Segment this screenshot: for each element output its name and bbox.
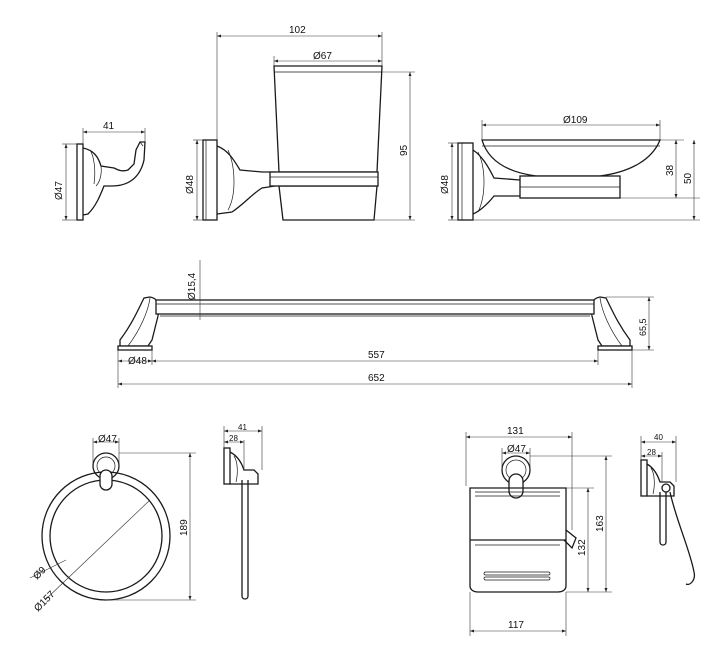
towel-ring-ring-label: Ø157 — [32, 589, 57, 614]
soap-dish-bowl — [481, 139, 661, 177]
hook-width-label: 41 — [103, 121, 115, 132]
tumbler-holder-drawing: 102 Ø67 95 Ø48 — [185, 25, 415, 221]
hook-base-label: Ø47 — [54, 181, 65, 200]
towel-ring-outer — [41, 471, 171, 601]
tumbler-glass-label: Ø67 — [313, 51, 332, 62]
towel-bar-inner-label: 557 — [368, 350, 385, 361]
hook-body — [82, 141, 146, 216]
paper-holder-side-depth-label: 40 — [654, 433, 663, 442]
paper-holder-cover-height-label: 132 — [577, 539, 588, 556]
towel-ring-front-drawing: Ø47 189 Ø9 Ø157 — [29, 434, 196, 614]
soap-depth-label: 38 — [665, 164, 676, 176]
soap-base-label: Ø48 — [440, 175, 451, 194]
towel-ring-side-base-label: 28 — [229, 434, 238, 443]
paper-holder-height-label: 163 — [595, 515, 606, 532]
paper-holder-width-label: 131 — [507, 426, 524, 437]
robe-hook-drawing: 41 Ø47 — [54, 121, 146, 221]
paper-holder-side-drawing: 40 28 — [640, 433, 696, 586]
tumbler-height-label: 95 — [399, 144, 410, 156]
tumbler-glass — [273, 65, 383, 173]
towel-ring-base-label: Ø47 — [98, 434, 117, 445]
towel-ring-height-label: 189 — [179, 519, 190, 536]
paper-holder-side-cover — [669, 491, 696, 586]
towel-bar-rod-label: Ø15,4 — [187, 272, 198, 300]
paper-holder-cover-width-label: 117 — [508, 620, 524, 631]
paper-holder-cover — [469, 487, 567, 593]
towel-bar-left-bracket — [119, 296, 160, 347]
paper-holder-base-label: Ø47 — [507, 444, 526, 455]
towel-ring-side-rod — [241, 480, 249, 600]
towel-bar-height-label: 65,5 — [638, 318, 648, 336]
tumbler-base-label: Ø48 — [185, 175, 196, 194]
towel-ring-side-plate — [223, 447, 231, 485]
towel-ring-side-depth-label: 41 — [238, 423, 247, 432]
towel-bar-right-bracket — [590, 296, 631, 347]
towel-ring-side-drawing: 41 28 — [223, 423, 263, 600]
towel-bar-overall-label: 652 — [368, 373, 385, 384]
tumbler-arm — [216, 145, 276, 215]
paper-holder-side-plate — [640, 459, 648, 497]
soap-height-label: 50 — [683, 172, 694, 184]
soap-dish-drawing: Ø109 38 50 Ø48 — [440, 115, 700, 221]
soap-dish-label: Ø109 — [563, 115, 588, 126]
hook-wall-plate — [76, 143, 84, 221]
soap-wall-plate — [457, 142, 474, 221]
tumbler-wall-plate — [202, 139, 218, 221]
towel-bar-rod — [155, 299, 595, 315]
paper-holder-front-drawing: 131 Ø47 163 132 117 — [465, 426, 612, 636]
tumbler-width-label: 102 — [289, 25, 306, 36]
towel-bar-drawing: Ø15,4 65,5 Ø48 557 652 — [117, 260, 654, 388]
tumbler-ring — [269, 171, 379, 187]
towel-bar-base-label: Ø48 — [128, 356, 147, 367]
paper-holder-side-base-label: 28 — [647, 448, 656, 457]
towel-ring-wire-label: Ø9 — [31, 565, 49, 583]
towel-ring-inner — [49, 479, 163, 593]
